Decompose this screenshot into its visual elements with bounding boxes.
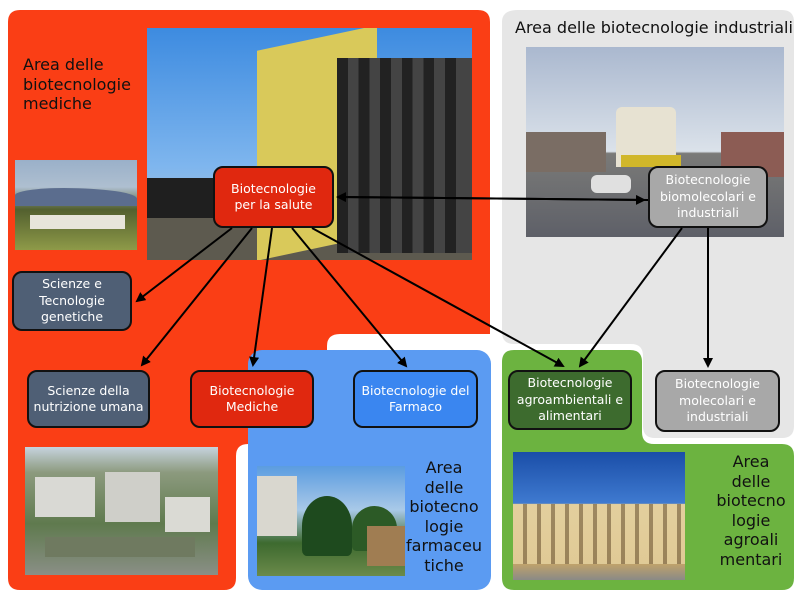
box-biotecnologie-del-farmaco[interactable]: Biotecnologie del Farmaco [353, 370, 478, 428]
medical-campus-small-photo [15, 160, 137, 250]
agro-royal-palace-photo [513, 452, 685, 580]
arrow-salute-to-nutrizione [140, 227, 253, 367]
box-biotecnologie-per-la-salute[interactable]: Biotecnologie per la salute [213, 166, 334, 228]
arrow-biomolecolari-to-agro [578, 227, 683, 368]
agro-area-label: Area delle biotecno logie agroali mentar… [716, 452, 786, 569]
arrow-salute-to-mediche [249, 227, 273, 367]
arrow-salute-to-agro [311, 227, 565, 367]
pharma-campus-palms-photo [257, 466, 405, 576]
box-biotecnologie-molecolari[interactable]: Biotecnologie molecolari e industriali [655, 370, 780, 432]
arrow-salute-to-genetiche [135, 227, 233, 303]
pharma-area-label: Area delle biotecno logie farmaceu tiche [406, 458, 482, 575]
arrow-salute-biomolecolari-right [337, 194, 646, 205]
nutrition-campus-aerial-photo [25, 447, 218, 575]
box-biotecnologie-agroambientali[interactable]: Biotecnologie agroambientali e alimentar… [508, 370, 632, 430]
box-scienze-nutrizione-umana[interactable]: Scienze della nutrizione umana [27, 370, 150, 428]
medical-area-label: Area delle biotecnologie mediche [23, 55, 131, 114]
arrow-salute-to-farmaco [291, 227, 408, 368]
box-biotecnologie-biomolecolari[interactable]: Biotecnologie biomolecolari e industrial… [648, 166, 768, 228]
box-scienze-tecnologie-genetiche[interactable]: Scienze e Tecnologie genetiche [12, 271, 132, 331]
industrial-area-label: Area delle biotecnologie industriali [515, 18, 793, 37]
box-biotecnologie-mediche[interactable]: Biotecnologie Mediche [190, 370, 314, 428]
